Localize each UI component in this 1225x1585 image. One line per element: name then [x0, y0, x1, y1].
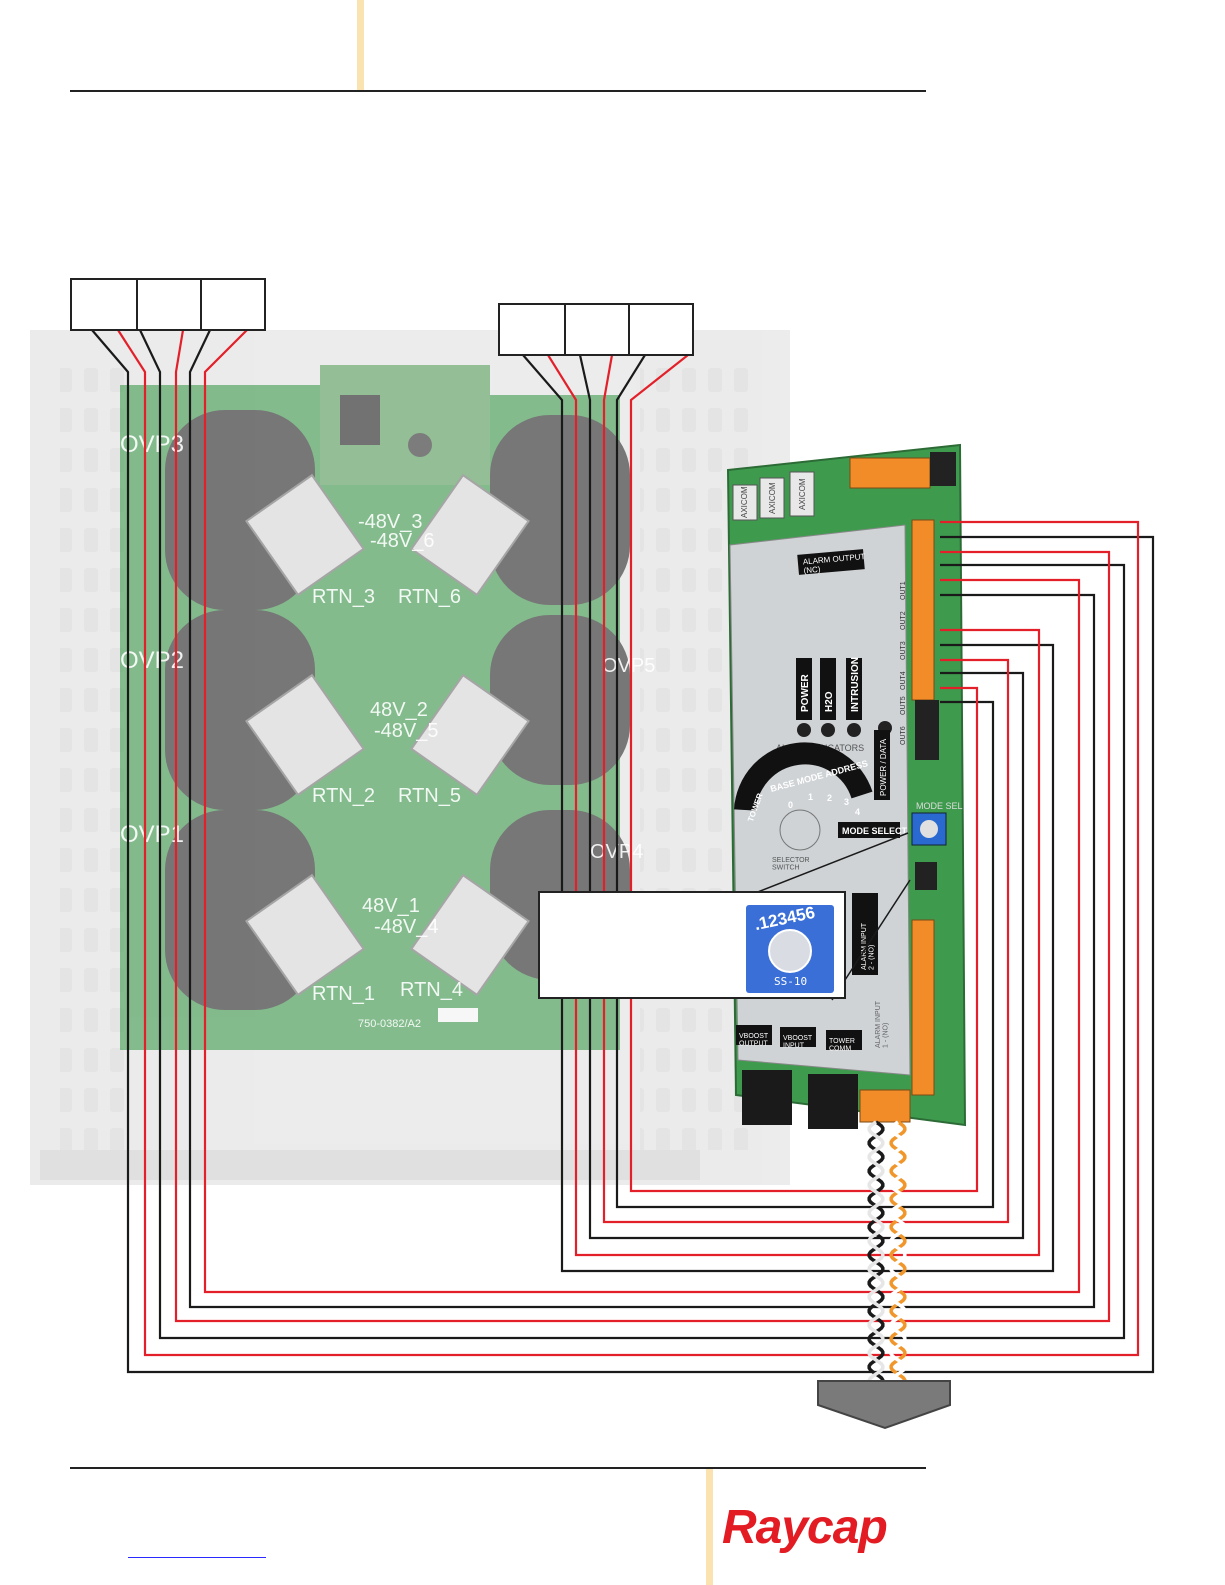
- down-arrow: [817, 1380, 951, 1430]
- surge-module-4: [490, 415, 630, 605]
- controller-board: AXICOM AXICOM AXICOM POWER H2O INTRUSION…: [726, 443, 967, 1129]
- raycap-logo: Raycap: [722, 1501, 888, 1554]
- out3-label: OUT3: [900, 641, 907, 660]
- svg-text:0: 0: [788, 800, 793, 810]
- board-part-number: 750-0382/A2: [358, 1018, 421, 1030]
- header-rule: [70, 90, 926, 92]
- intrusion-indicator-label: INTRUSION: [850, 657, 861, 712]
- terminal-label: -48V_5: [374, 720, 439, 742]
- terminal-label: 48V_2: [370, 699, 428, 721]
- svg-text:2: 2: [827, 793, 832, 803]
- out6-label: OUT6: [900, 726, 907, 745]
- out2-label: OUT2: [900, 611, 907, 630]
- relay-brand: AXICOM: [740, 486, 749, 518]
- terminal-label: RTN_2: [312, 785, 375, 807]
- terminal-label: RTN_5: [398, 785, 461, 807]
- out1-label: OUT1: [900, 581, 907, 600]
- terminal-label: RTN_3: [312, 586, 375, 608]
- power-indicator-label: POWER: [800, 673, 811, 712]
- wires-middle-group: [522, 354, 1055, 1273]
- footer-rule: [70, 1467, 926, 1469]
- terminal-label: RTN_1: [312, 983, 375, 1005]
- svg-text:1: 1: [808, 792, 813, 802]
- relay-brand: AXICOM: [768, 482, 777, 514]
- middle-label-box-2: [564, 303, 630, 356]
- terminal-label: RTN_6: [398, 586, 461, 608]
- switch-model: SS-10: [774, 975, 808, 988]
- switch-callout-box: .123456 SS-10: [538, 891, 846, 999]
- alarm-input-1-label: ALARM INPUT1 - (NO): [875, 1000, 890, 1048]
- wires-left-group: [91, 329, 1155, 1374]
- relays: AXICOM AXICOM AXICOM: [732, 471, 815, 521]
- ss10-switch-photo: .123456 SS-10: [746, 903, 834, 993]
- board-silkscreen: OVP3 OVP2 OVP1 OVP5 OVP4 -48V_3 -48V_6 R…: [120, 431, 655, 1030]
- out4-label: OUT4: [900, 671, 907, 690]
- ovp1-label: OVP1: [120, 821, 184, 848]
- middle-label-box-3: [628, 303, 694, 356]
- h2o-indicator-label: H2O: [824, 691, 835, 712]
- left-label-box-3: [200, 278, 266, 331]
- terminal-label: -48V_3: [358, 511, 423, 533]
- out5-label: OUT5: [900, 696, 907, 715]
- ovp2-label: OVP2: [120, 647, 184, 674]
- twisted-pair-cable: [867, 1120, 907, 1395]
- surge-module-5: [490, 615, 630, 785]
- relay-brand: AXICOM: [798, 478, 807, 510]
- ovp3-label: OVP3: [120, 431, 184, 458]
- terminal-label: -48V_6: [370, 530, 435, 552]
- terminal-label: RTN_4: [400, 979, 463, 1001]
- footer-link[interactable]: [128, 1557, 266, 1558]
- svg-text:3: 3: [844, 797, 849, 807]
- middle-label-box-1: [498, 303, 566, 356]
- left-label-box-1: [70, 278, 138, 331]
- mode-sel-silkscreen: MODE SEL: [916, 801, 963, 811]
- left-label-box-2: [136, 278, 202, 331]
- svg-text:4: 4: [855, 807, 860, 817]
- alarm-input-2-label: ALARM INPUT2 - (NO): [861, 922, 876, 970]
- terminal-label: -48V_4: [374, 916, 439, 938]
- footer-tab-marker: [706, 1469, 713, 1585]
- header-tab-marker: [357, 0, 364, 92]
- ovp5-label: OVP5: [602, 655, 655, 677]
- power-data-label: POWER / DATA: [879, 738, 888, 796]
- terminal-label: 48V_1: [362, 895, 420, 917]
- mode-select-label: MODE SELECT: [842, 826, 908, 836]
